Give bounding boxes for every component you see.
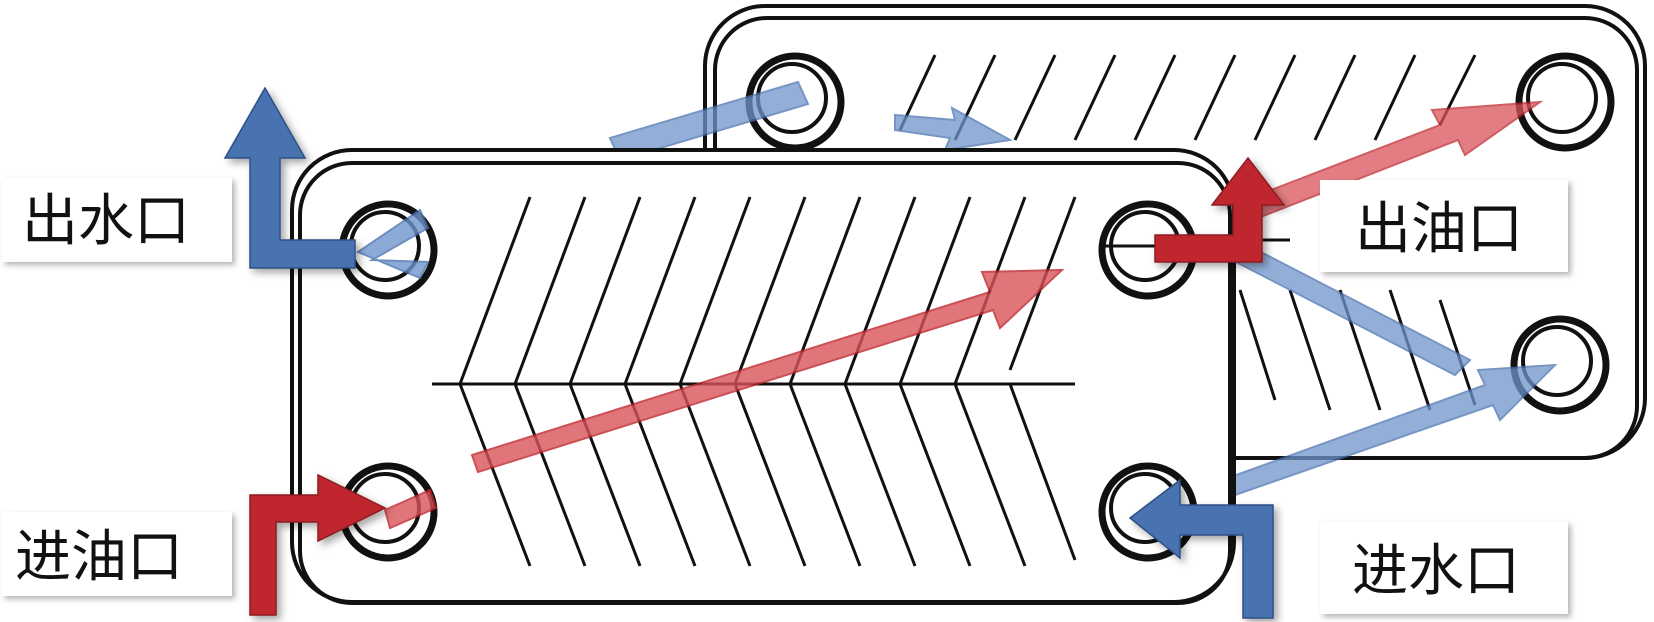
label-water-inlet: 进水口 bbox=[1320, 522, 1568, 614]
label-water-outlet: 出水口 bbox=[2, 178, 232, 262]
front-plate-outline-inner bbox=[298, 161, 1232, 605]
water-flow-outlet-stub bbox=[355, 208, 430, 280]
label-oil-outlet-box bbox=[1320, 180, 1568, 272]
front-plate-chevrons-lower bbox=[458, 383, 1077, 567]
back-port-mid-right bbox=[1510, 315, 1610, 415]
label-oil-inlet: 进油口 bbox=[2, 512, 232, 596]
oil-flow-main-diagonal bbox=[470, 268, 1065, 474]
water-outlet-arrow bbox=[223, 86, 356, 269]
oil-outlet-arrow bbox=[1154, 156, 1286, 263]
label-oil-inlet-text: 进油口 bbox=[15, 525, 183, 590]
label-oil-inlet-box bbox=[2, 512, 232, 596]
water-flow-back-up bbox=[1226, 363, 1558, 497]
label-water-inlet-text: 进水口 bbox=[1352, 539, 1520, 604]
oil-inlet-arrow bbox=[249, 473, 387, 616]
label-water-outlet-box bbox=[2, 178, 232, 262]
back-port-top-right bbox=[1515, 52, 1615, 152]
water-inlet-arrow bbox=[1128, 478, 1274, 619]
label-oil-outlet-text: 出油口 bbox=[1355, 197, 1523, 262]
water-flow-back-arrow-mid bbox=[894, 106, 1014, 152]
label-water-outlet-text: 出水口 bbox=[22, 189, 190, 254]
front-flow-arrows bbox=[355, 208, 1065, 530]
label-oil-outlet: 出油口 bbox=[1320, 180, 1568, 272]
label-water-inlet-box bbox=[1320, 522, 1568, 614]
oil-flow-inlet-stub bbox=[383, 488, 438, 530]
